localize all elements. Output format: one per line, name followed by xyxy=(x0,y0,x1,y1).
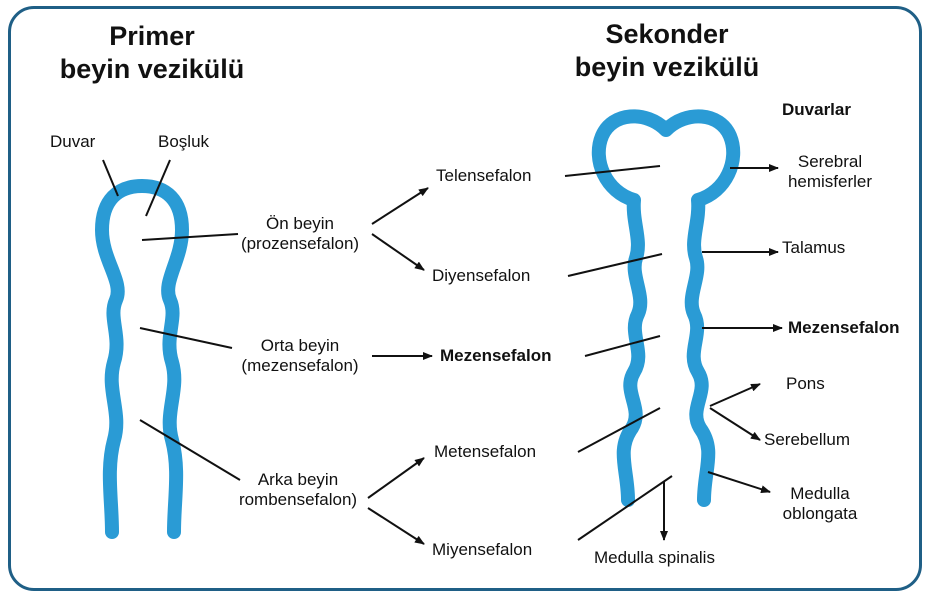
medulla-oblongata-label: Medulla oblongata xyxy=(783,484,858,524)
primary-title: Primer beyin vezikülü xyxy=(60,20,245,86)
secondary-title: Sekonder beyin vezikülü xyxy=(575,18,760,84)
thalamus-label: Talamus xyxy=(782,238,845,258)
secondary-vesicle xyxy=(599,116,733,500)
diencephalon-label: Diyensefalon xyxy=(432,266,530,286)
arrows xyxy=(368,168,782,544)
cerebellum-label: Serebellum xyxy=(764,430,850,450)
forebrain-label: Ön beyin (prozensefalon) xyxy=(241,214,359,254)
telencephalon-label: Telensefalon xyxy=(436,166,531,186)
metencephalon-label: Metensefalon xyxy=(434,442,536,462)
walls-title: Duvarlar xyxy=(782,100,851,120)
spinal-cord-label: Medulla spinalis xyxy=(594,548,715,568)
myelencephalon-label: Miyensefalon xyxy=(432,540,532,560)
midbrain-label: Orta beyin (mezensefalon) xyxy=(241,336,358,376)
cerebral-hemispheres-label: Serebral hemisferler xyxy=(788,152,872,192)
cavity-label: Boşluk xyxy=(158,132,209,152)
hindbrain-label: Arka beyin rombensefalon) xyxy=(239,470,357,510)
mesencephalon-label: Mezensefalon xyxy=(440,346,551,366)
wall-label: Duvar xyxy=(50,132,95,152)
wall-mesencephalon-label: Mezensefalon xyxy=(788,318,899,338)
pons-label: Pons xyxy=(786,374,825,394)
